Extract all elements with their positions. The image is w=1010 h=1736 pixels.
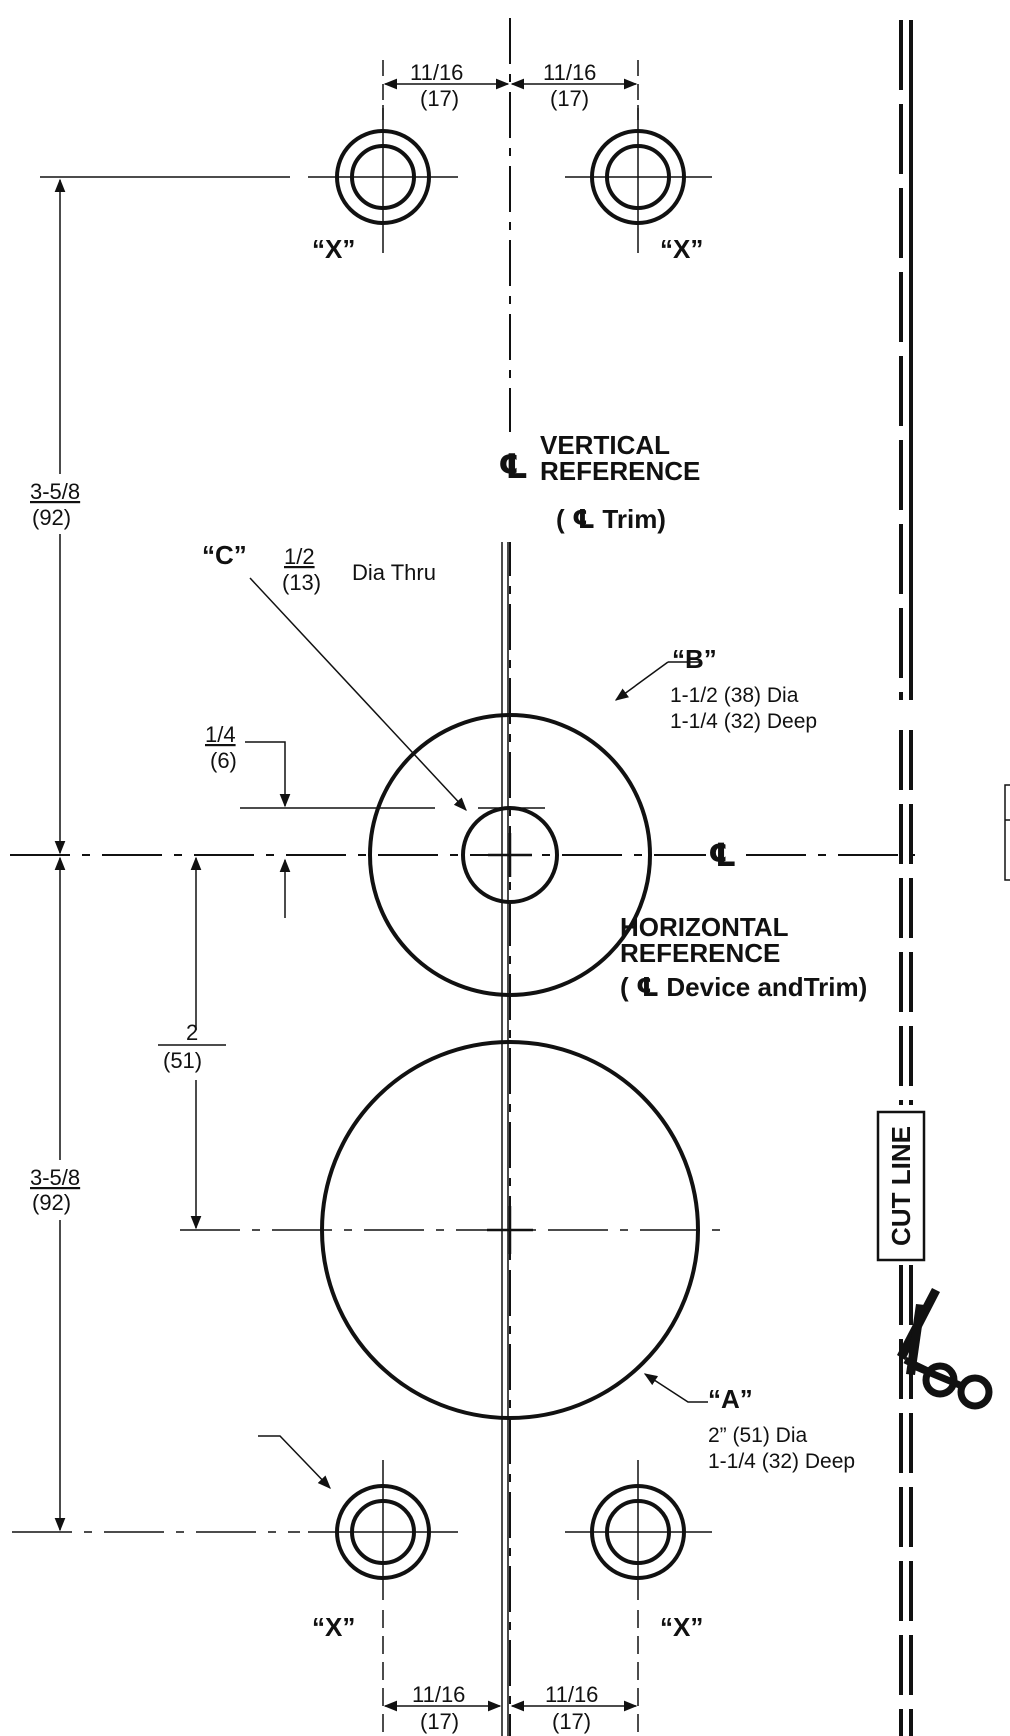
hole-x-label-bottom-left: “X”	[312, 1612, 355, 1642]
dim-top-left-fraction: 11/16	[410, 60, 463, 85]
offset-arrow-top	[245, 741, 291, 808]
hole-x-top-right	[565, 60, 712, 253]
dim-lower-fraction: 3-5/8	[30, 1165, 80, 1190]
hole-x-label-top-right: “X”	[660, 234, 703, 264]
hole-a-line1: 2” (51) Dia	[708, 1424, 808, 1447]
hole-a-label: “A”	[708, 1384, 753, 1414]
offset-mm: (6)	[210, 748, 237, 773]
dim-top-left-mm: (17)	[420, 86, 459, 111]
hole-b-line1: 1-1/2 (38) Dia	[670, 684, 799, 707]
dim-top-right-mm: (17)	[550, 86, 589, 111]
hole-x-bottom-left	[308, 1460, 458, 1736]
hole-a-circle	[320, 1040, 700, 1420]
horizontal-ref-line1: HORIZONTAL	[620, 912, 789, 942]
dim-bottom-left-mm: (17)	[420, 1709, 459, 1734]
hole-x-top-left	[308, 60, 458, 253]
scissors-icon	[897, 1288, 993, 1410]
hole-x-label-top-left: “X”	[312, 234, 355, 264]
offset-fraction: 1/4	[205, 722, 236, 747]
hole-c-label: “C”	[202, 540, 247, 570]
center-dim-fraction: 2	[186, 1020, 198, 1045]
edge-bracket	[1004, 784, 1010, 881]
hole-b-circle	[368, 713, 652, 997]
dim-upper-mm: (92)	[32, 505, 71, 530]
hole-c-mm: (13)	[282, 570, 321, 595]
dim-upper-fraction: 3-5/8	[30, 479, 80, 504]
horizontal-ref-device: ( ℄ Device andTrim)	[620, 972, 867, 1002]
vertical-ref-line2: REFERENCE	[540, 456, 700, 486]
hole-b-label: “B”	[672, 644, 717, 674]
hole-b-leader	[614, 661, 669, 701]
hole-c-desc: Dia Thru	[352, 560, 436, 585]
hole-b-line2: 1-1/4 (32) Deep	[670, 710, 817, 733]
horizontal-ref-cl-symbol: ℄	[708, 837, 737, 873]
horizontal-ref-line2: REFERENCE	[620, 938, 780, 968]
dim-bottom-right-mm: (17)	[552, 1709, 591, 1734]
hole-a-line2: 1-1/4 (32) Deep	[708, 1450, 855, 1473]
hole-x-bottom-right	[565, 1460, 712, 1736]
cut-line-text: CUT LINE	[886, 1126, 916, 1246]
center-dim-mm: (51)	[163, 1048, 202, 1073]
hole-a-leader	[643, 1373, 708, 1403]
hole-x-leader	[258, 1435, 331, 1489]
hole-c-fraction: 1/2	[284, 544, 315, 569]
dim-top-right-fraction: 11/16	[543, 60, 596, 85]
vertical-ref-line1: VERTICAL	[540, 430, 670, 460]
vertical-ref-cl-symbol: ℄	[498, 448, 528, 486]
dim-bottom-left-fraction: 11/16	[412, 1682, 465, 1707]
dim-bottom-right-fraction: 11/16	[545, 1682, 598, 1707]
vertical-ref-trim: ( ℄ Trim)	[556, 504, 666, 534]
hole-c-leader	[249, 577, 467, 811]
hole-x-label-bottom-right: “X”	[660, 1612, 703, 1642]
cut-line-label: CUT LINE	[876, 1110, 926, 1262]
dim-lower-mm: (92)	[32, 1190, 71, 1215]
